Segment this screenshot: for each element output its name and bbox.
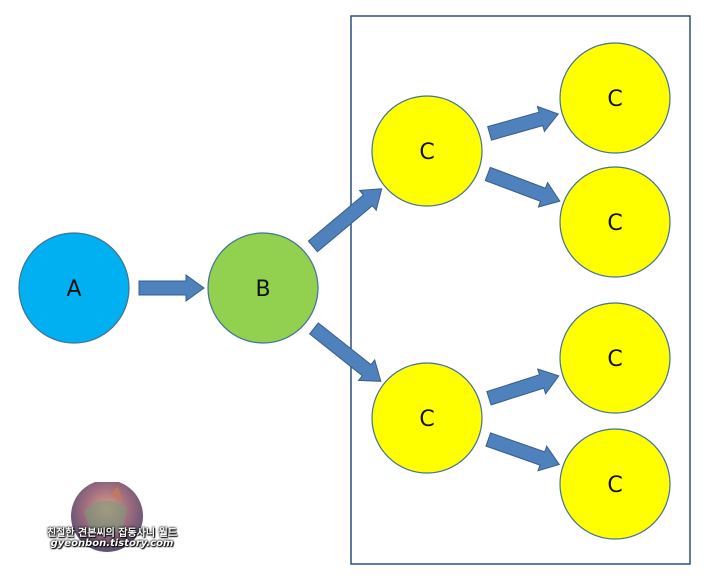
node-c-lower-label: C — [419, 407, 434, 432]
node-b-label: B — [255, 277, 270, 302]
arrow-c_upper-to-c_upper_2 — [484, 166, 561, 208]
watermark: 친절한 견본씨의 잡동사니 월드 gyeonbon.tistory.com — [22, 482, 192, 552]
arrow-a-to-b — [138, 274, 205, 302]
node-c-lower-2: C — [559, 428, 671, 540]
node-c-lower-2-label: C — [607, 473, 622, 498]
node-c-upper: C — [371, 95, 483, 207]
watermark-avatar-icon — [71, 482, 143, 552]
watermark-url: gyeonbon.tistory.com — [50, 538, 174, 549]
arrow-c_upper-to-c_upper_1 — [487, 105, 560, 141]
node-c-upper-2-label: C — [607, 211, 622, 236]
node-c-upper-2: C — [559, 166, 671, 278]
node-c-lower-1: C — [559, 302, 671, 414]
node-c-upper-label: C — [419, 140, 434, 165]
arrows-layer — [138, 105, 561, 472]
arrow-c_lower-to-c_lower_1 — [486, 368, 560, 406]
node-b: B — [207, 232, 319, 344]
node-c-lower-1-label: C — [607, 347, 622, 372]
watermark-title: 친절한 견본씨의 잡동사니 월드 — [46, 528, 178, 539]
node-a: A — [18, 232, 130, 344]
node-a-label: A — [66, 277, 81, 302]
arrow-b-to-c_lower — [308, 322, 382, 382]
node-c-lower: C — [371, 362, 483, 474]
group-container — [350, 15, 691, 565]
node-c-upper-1-label: C — [607, 87, 622, 112]
arrow-c_lower-to-c_lower_2 — [485, 432, 561, 472]
node-c-upper-1: C — [559, 42, 671, 154]
arrow-b-to-c_upper — [307, 188, 383, 253]
